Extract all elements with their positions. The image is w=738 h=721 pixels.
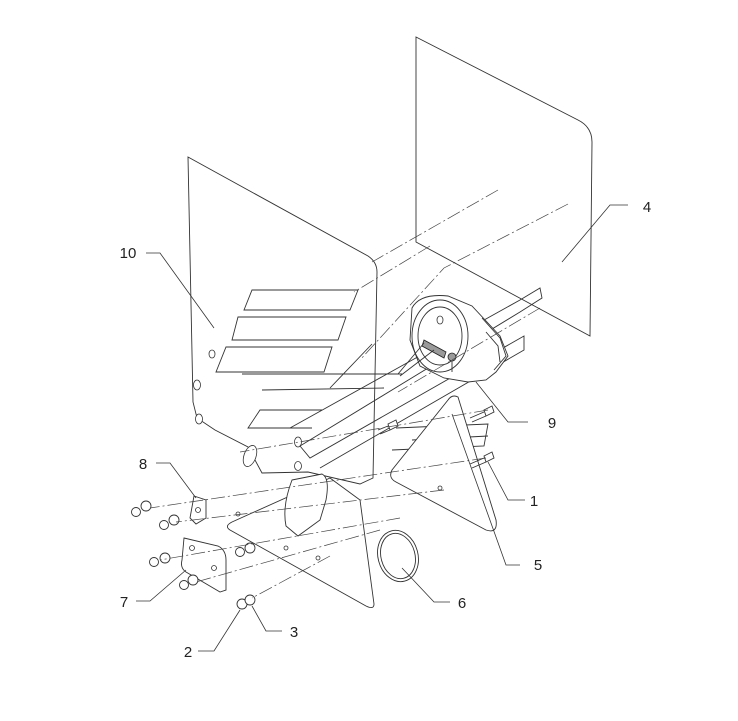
lower-triangle-bracket [227,473,375,609]
callout-1: 1 [530,493,538,510]
round-reflector-part-6 [377,529,419,583]
nuts-and-washers [131,500,256,610]
callout-3: 3 [290,624,298,641]
mount-hole [294,436,302,448]
front-panel-part-10 [187,156,378,485]
clip-part-8 [189,495,207,525]
lamp-assembly-part-9 [397,295,509,383]
triangle-bracket-part-5 [390,395,497,532]
rear-panel-part-4 [415,36,593,337]
callout-labels: 10 4 9 1 5 6 8 7 2 3 [120,199,652,661]
callout-2: 2 [184,644,192,661]
washer-part-3 [244,594,256,606]
callout-8: 8 [139,456,147,473]
callout-5: 5 [534,557,542,574]
mount-hole [294,461,302,471]
assembly-axis-lines [149,189,569,599]
mount-hole [195,413,203,425]
callout-4: 4 [643,199,651,216]
plate-part-7 [181,537,227,593]
callout-7: 7 [120,594,128,611]
mount-hole [193,379,201,391]
leader-lines [136,204,628,652]
callout-10: 10 [120,245,137,262]
callout-6: 6 [458,595,466,612]
mount-hole [208,349,216,359]
callout-9: 9 [548,415,556,432]
